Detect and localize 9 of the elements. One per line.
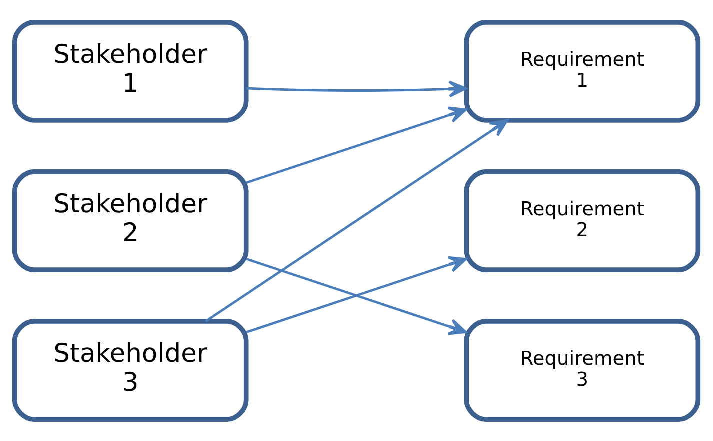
node-box: Stakeholder 1 [12, 20, 249, 122]
node-box: Requirement 3 [464, 318, 701, 422]
arrow [246, 80, 468, 98]
node-box: Requirement 2 [464, 169, 701, 272]
arrow [205, 118, 508, 322]
node-box: Stakeholder 3 [12, 318, 249, 422]
arrow [246, 106, 468, 184]
node-box: Stakeholder 2 [12, 169, 249, 272]
node-box: Requirement 1 [464, 20, 701, 122]
